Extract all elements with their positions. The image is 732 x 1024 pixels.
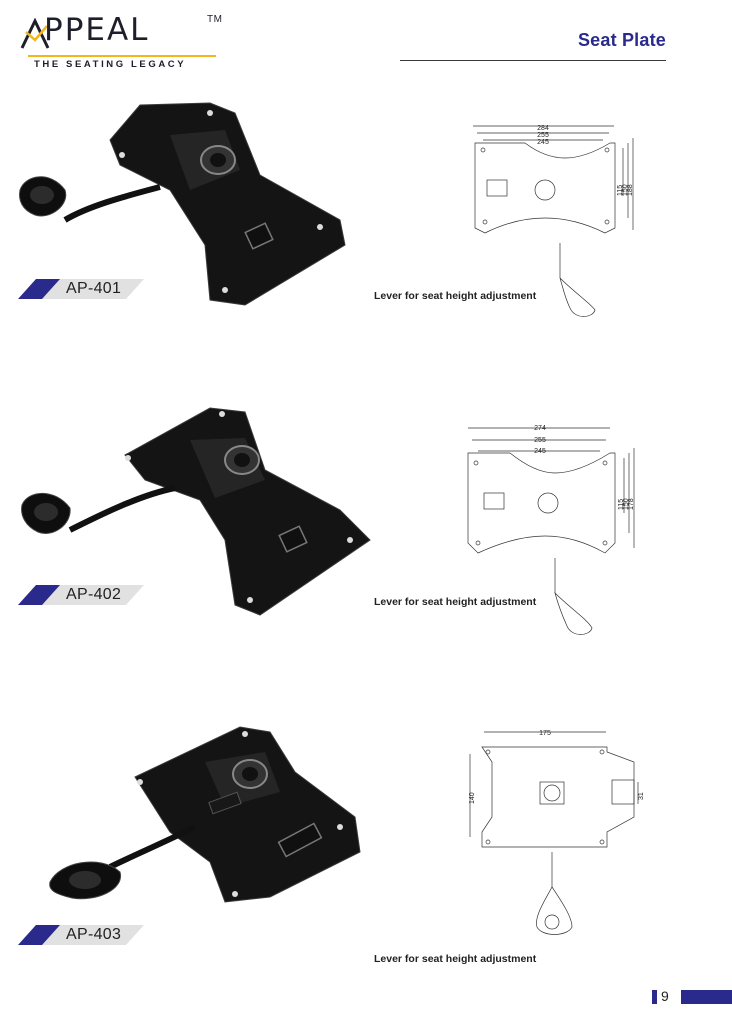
dimension-height-3: 188 [627,184,634,196]
dimension-width-3: 245 [537,139,549,146]
tag-stripe-icon [18,279,144,299]
brand-tagline: THE SEATING LEGACY [34,59,187,70]
page-number: 9 [661,988,669,1004]
technical-drawing-ap-402: 274 255 245 115 150 178 [467,425,635,635]
seat-plate-photo-ap-402 [21,407,371,616]
dimension-height-2: 150 [623,498,630,510]
dimension-width-1: 284 [537,125,549,132]
section-title: Seat Plate [577,30,666,50]
brand-logo: PPEAL TM THE SEATING LEGACY [20,10,223,72]
product-caption: Lever for seat height adjustment [374,953,537,965]
brand-name: PPEAL [44,12,150,48]
product-caption: Lever for seat height adjustment [374,596,537,608]
dimension-height-1: 115 [617,185,624,196]
product-code: AP-401 [66,280,122,297]
footer-bar [681,990,732,1004]
dimension-width-2: 255 [537,132,549,139]
product-caption: Lever for seat height adjustment [374,290,537,302]
product-tag-ap-401: AP-401 [18,279,144,299]
dimension-height-2: 150 [622,184,629,196]
product-tag-ap-403: AP-403 [18,925,144,945]
product-tag-ap-402: AP-402 [18,585,144,605]
dimension-height-1: 115 [618,499,625,510]
dimension-height-2: 31 [638,792,645,800]
dimension-width-1: 175 [539,730,551,737]
tag-stripe-icon [18,585,144,605]
logo-a-mark-icon [20,18,50,49]
seat-plate-photo-ap-403 [49,726,361,903]
seat-plate-photo-ap-401 [19,102,346,306]
dimension-width-2: 255 [534,437,546,444]
dimension-width-1: 274 [534,425,546,432]
dimension-height-3: 178 [628,498,635,510]
logo-underline [28,55,216,57]
dimension-width-3: 245 [534,448,546,455]
dimension-height-1: 140 [469,792,476,804]
tag-stripe-icon [18,925,144,945]
product-code: AP-402 [66,586,122,603]
title-divider [400,60,666,61]
trademark-mark: TM [207,14,223,25]
technical-drawing-ap-401: 284 255 245 115 150 188 [473,125,634,317]
page-marker [652,990,657,1004]
technical-drawing-ap-403: 175 140 31 [469,730,645,935]
product-code: AP-403 [66,926,122,943]
